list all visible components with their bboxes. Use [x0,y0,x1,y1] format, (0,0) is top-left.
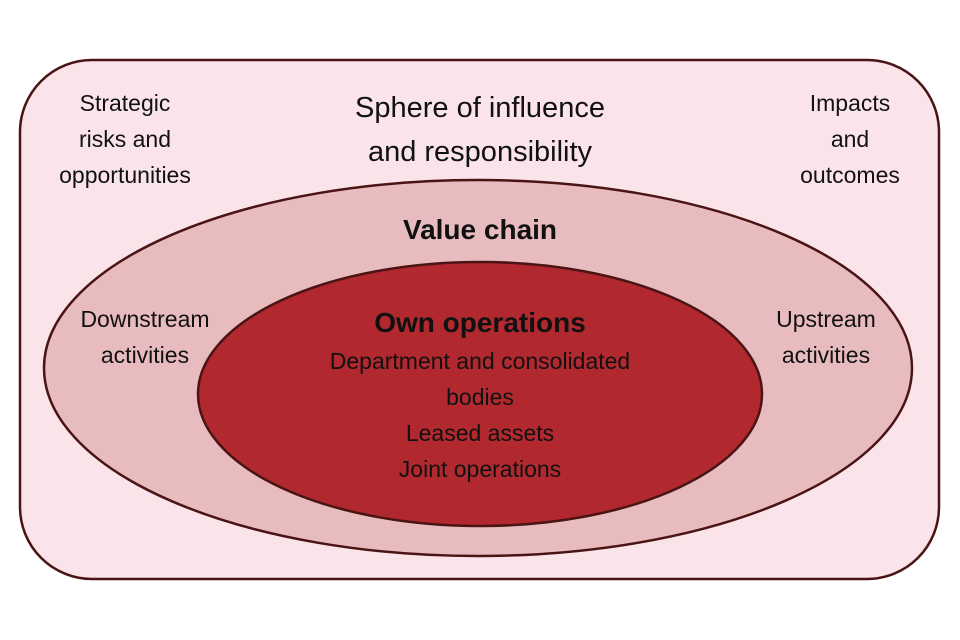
own-operations-ellipse [196,260,764,528]
value-chain-title: Value chain [402,214,558,245]
own-operations-item: Department and consolidated [329,348,631,374]
sphere-title-line-1: Sphere of influence [355,92,605,124]
downstream-activities-note: Downstream activities [55,301,235,373]
sphere-title: Sphere of influence and responsibility [280,86,680,174]
own-operations-list: Department and consolidated bodies Lease… [260,343,700,487]
downstream-line-2: activities [100,342,190,368]
impacts-line-3: outcomes [800,162,900,188]
own-operations-item: Leased assets [405,420,555,446]
impacts-line-2: and [830,126,870,152]
upstream-line-2: activities [781,342,871,368]
own-operations-title: Own operations [374,307,586,338]
own-operations-item: Joint operations [398,456,562,482]
upstream-line-1: Upstream [776,306,876,332]
impacts-outcomes-note: Impacts and outcomes [770,85,930,193]
strategic-risks-line-2: risks and [78,126,172,152]
sphere-title-line-2: and responsibility [367,136,593,168]
own-operations-item: bodies [446,384,514,410]
strategic-risks-line-1: Strategic [79,90,171,116]
upstream-activities-note: Upstream activities [746,301,906,373]
downstream-line-1: Downstream [80,306,210,332]
impacts-line-1: Impacts [809,90,891,116]
strategic-risks-line-3: opportunities [59,162,191,188]
strategic-risks-note: Strategic risks and opportunities [30,85,220,193]
